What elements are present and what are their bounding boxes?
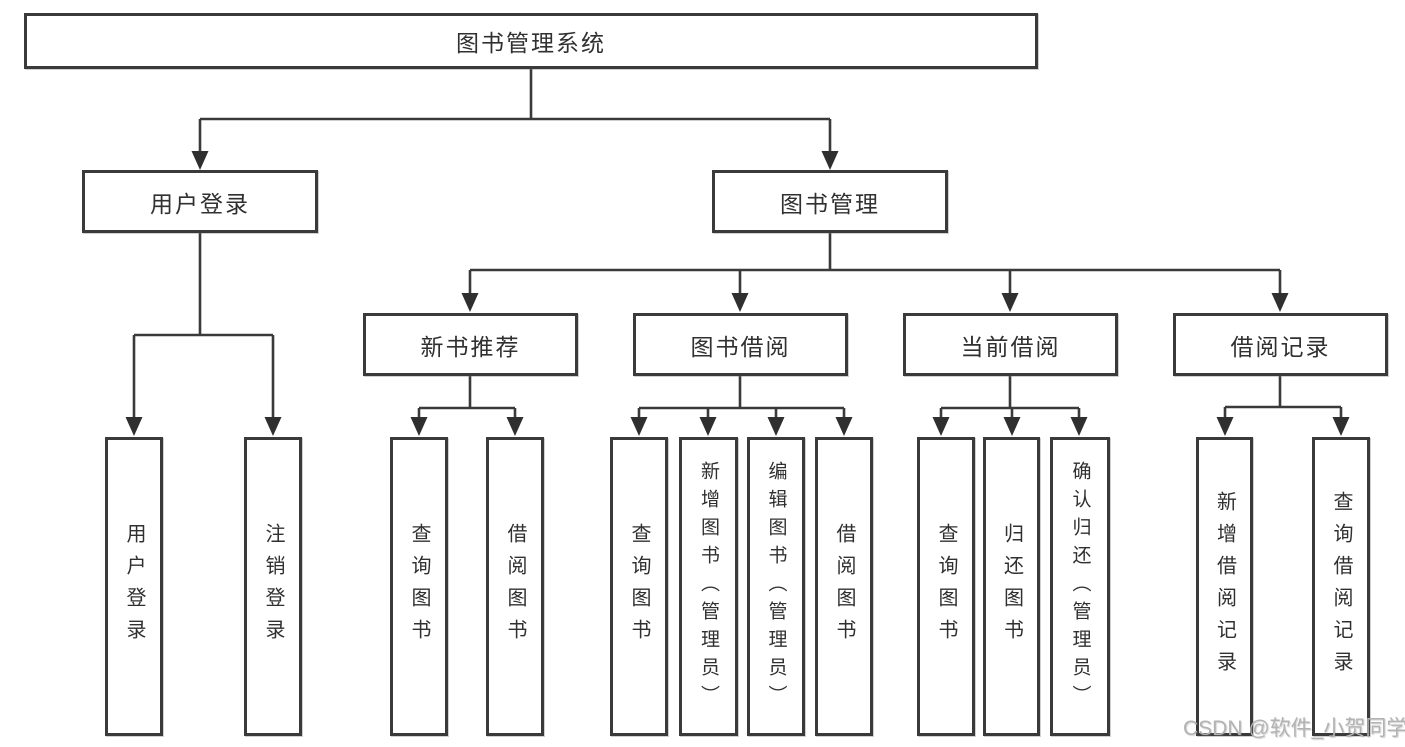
leaf-current-confirm-admin: 确认归还（管理员） bbox=[1050, 437, 1110, 736]
leaf-current-query: 查询图书 bbox=[917, 437, 975, 736]
leaf-current-return: 归还图书 bbox=[983, 437, 1040, 736]
node-current-borrow: 当前借阅 bbox=[903, 313, 1118, 376]
leaf-logout: 注销登录 bbox=[244, 437, 302, 736]
leaf-borrow-edit-admin: 编辑图书（管理员） bbox=[747, 437, 805, 736]
leaf-user-login: 用户登录 bbox=[105, 437, 163, 736]
node-borrow-records: 借阅记录 bbox=[1173, 313, 1388, 376]
leaf-newbook-borrow: 借阅图书 bbox=[486, 437, 544, 736]
leaf-borrow-query: 查询图书 bbox=[610, 437, 668, 736]
node-new-book-recommend: 新书推荐 bbox=[363, 313, 578, 376]
leaf-records-query: 查询借阅记录 bbox=[1312, 437, 1370, 736]
node-book-management: 图书管理 bbox=[712, 170, 948, 233]
node-root: 图书管理系统 bbox=[24, 13, 1038, 69]
leaf-newbook-query: 查询图书 bbox=[390, 437, 448, 736]
watermark: CSDN @软件_小贺同学 bbox=[1183, 717, 1405, 740]
leaf-records-add: 新增借阅记录 bbox=[1196, 437, 1253, 736]
node-book-borrow: 图书借阅 bbox=[633, 313, 848, 376]
leaf-borrow-borrow: 借阅图书 bbox=[815, 437, 873, 736]
leaf-borrow-add-admin: 新增图书（管理员） bbox=[679, 437, 738, 736]
node-user-login-branch: 用户登录 bbox=[82, 170, 318, 233]
